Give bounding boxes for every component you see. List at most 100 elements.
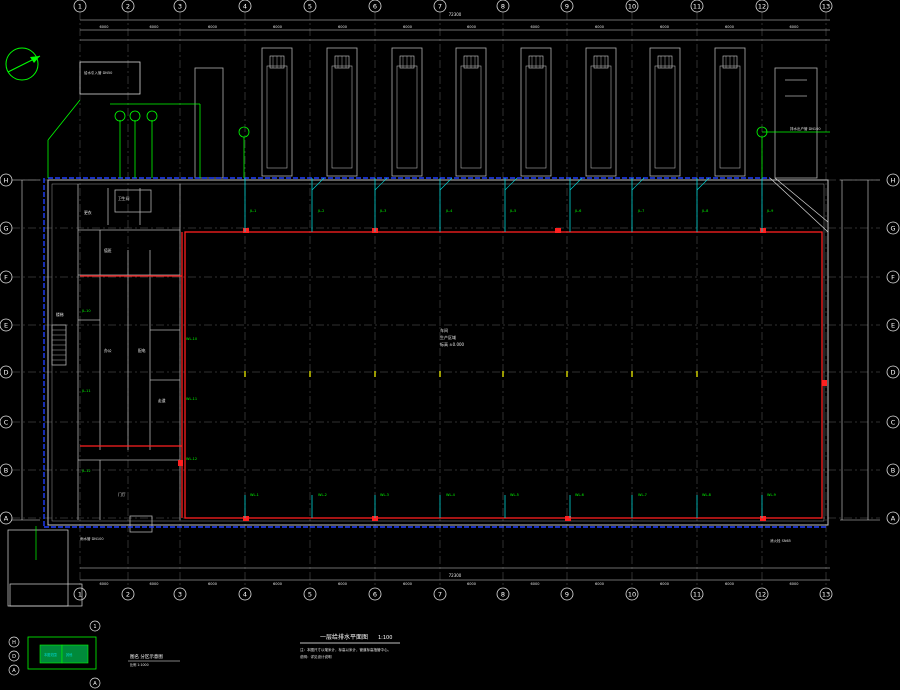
axis-bubble-circle	[303, 587, 317, 601]
pipe-tag: JL-10	[81, 309, 91, 313]
room-label: 办公	[104, 348, 112, 353]
annex-outer	[391, 47, 423, 177]
axis-bubble: D	[886, 365, 900, 379]
pipe-tag: JL-7	[637, 209, 644, 213]
axis-bubble: H	[0, 173, 13, 187]
pipe-tag: JL-4	[445, 209, 453, 213]
axis-bubble: 9	[560, 0, 574, 13]
axis-bubble-circle	[73, 587, 87, 601]
axis-bubble: B	[886, 463, 900, 477]
axis-bubble-label: 12	[758, 591, 766, 599]
title-block: 一层给排水平面图 1:100 注：本图尺寸以毫米计，标高以米计，管道标高指管中心…	[300, 633, 400, 659]
axis-bubble: H	[886, 173, 900, 187]
axis-bubble: 13	[819, 587, 833, 601]
pipe-tag: JL-3	[379, 209, 386, 213]
axis-bubble: 5	[303, 587, 317, 601]
axis-bubble-circle	[886, 318, 900, 332]
roof-annex-unit	[326, 47, 358, 177]
axis-bubble-label: 12	[758, 3, 766, 11]
axis-bubble-circle	[560, 0, 574, 13]
axis-bubble: G	[886, 221, 900, 235]
axis-bubble-label: F	[891, 274, 895, 282]
axis-bubble-circle	[886, 173, 900, 187]
keyplan-label-b: 其他	[66, 652, 73, 657]
pipe-tag: WL-4	[446, 493, 456, 497]
bay-dimension: 6000	[531, 25, 540, 29]
annex-outer	[585, 47, 617, 177]
room-label: 卫生间	[118, 196, 130, 201]
keyplan-axis-circle	[89, 677, 101, 689]
axis-bubble-circle	[690, 587, 704, 601]
annex-outer	[520, 47, 552, 177]
bay-dimension: 6000	[273, 25, 282, 29]
keyplan-axis-label: 1	[93, 624, 96, 630]
pipe-tag: WL-2	[318, 493, 327, 497]
axis-bubble-label: D	[3, 369, 8, 377]
axis-bubble: C	[886, 415, 900, 429]
bay-dimension: 6000	[338, 25, 347, 29]
keyplan-axis-bubble: D	[8, 650, 20, 662]
axis-bubble-circle	[0, 221, 13, 235]
axis-bubble-circle	[368, 587, 382, 601]
axis-bubble-label: 8	[501, 591, 505, 599]
overall-dimension-bottom: 72300	[449, 573, 462, 578]
axis-bubble-circle	[173, 587, 187, 601]
axis-bubble: 7	[433, 0, 447, 13]
axis-bubble-label: 5	[308, 591, 312, 599]
axis-bubble-circle	[496, 0, 510, 13]
bay-dimension: 6000	[467, 25, 476, 29]
top-dimension-lines	[80, 19, 830, 581]
axis-bubble-label: 9	[565, 3, 569, 11]
axis-bubble: 11	[690, 0, 704, 13]
axis-bubble-circle	[433, 587, 447, 601]
axis-bubble: 11	[690, 587, 704, 601]
bay-dimension: 6000	[208, 25, 217, 29]
callout-text: 雨水管 DN100	[80, 536, 104, 541]
axis-bubble-circle	[0, 318, 13, 332]
axis-bubble-label: 2	[126, 3, 130, 11]
axis-bubble: C	[0, 415, 13, 429]
axis-bubble-circle	[368, 0, 382, 13]
bay-dimension: 6000	[403, 25, 412, 29]
key-plan: 本图范围 其他 图名 分区示意图 比例 1:1000	[27, 636, 180, 670]
pipe-tag: JL-5	[509, 209, 516, 213]
bay-dimension: 6000	[338, 582, 347, 586]
bay-dimension: 6000	[100, 582, 109, 586]
axis-bubble-label: 7	[438, 591, 442, 599]
pipe-tag: WL-5	[510, 493, 519, 497]
axis-bubble-circle	[560, 587, 574, 601]
keyplan-axis-label: A	[93, 681, 97, 687]
water-supply-pipe	[80, 231, 823, 519]
axis-bubble: 5	[303, 0, 317, 13]
roof-annex-unit	[649, 47, 681, 177]
axis-bubble-circle	[0, 511, 13, 525]
axis-bubble-label: E	[891, 322, 895, 330]
axis-bubble: A	[886, 511, 900, 525]
axis-bubble: B	[0, 463, 13, 477]
column-markers	[244, 371, 698, 377]
axis-bubble: 9	[560, 587, 574, 601]
axis-bubble-label: H	[891, 177, 896, 185]
branch-pipe-diag	[569, 177, 583, 191]
branch-pipe-diag	[311, 177, 325, 191]
axis-bubble-label: 8	[501, 3, 505, 11]
room-label: 更衣	[84, 210, 92, 215]
axis-bubble-circle	[121, 0, 135, 13]
axis-bubble: 8	[496, 587, 510, 601]
stair-treads	[52, 329, 66, 361]
keyplan-label-a: 本图范围	[44, 652, 57, 657]
roof-annex-unit	[455, 47, 487, 177]
bay-dimension: 6000	[467, 582, 476, 586]
north-arrow-icon	[5, 47, 41, 81]
axis-bubble-label: 3	[178, 3, 182, 11]
roof-annex-unit	[585, 47, 617, 177]
axis-bubble-circle	[886, 365, 900, 379]
roof-annex-unit	[714, 47, 746, 177]
axis-bubble-circle	[755, 0, 769, 13]
hall-label-1: 车间	[440, 327, 448, 333]
axis-bubble: 6	[368, 0, 382, 13]
roof-annex-unit	[520, 47, 552, 177]
